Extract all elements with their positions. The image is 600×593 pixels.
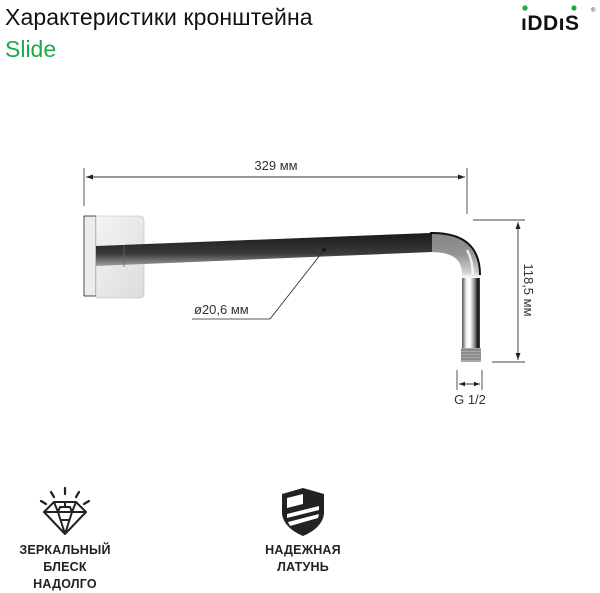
feature-line-1: ЗЕРКАЛЬНЫЙ bbox=[19, 543, 111, 557]
brand-text: ıDDıS bbox=[521, 12, 580, 32]
feature-reliable-brass: НАДЕЖНАЯ ЛАТУНЬ bbox=[248, 486, 358, 576]
diameter-label: ø20,6 мм bbox=[194, 302, 249, 317]
feature-line-2: БЛЕСК НАДОЛГО bbox=[33, 560, 97, 591]
shield-icon bbox=[282, 488, 324, 536]
bracket-arm bbox=[96, 231, 481, 362]
product-name: Slide bbox=[5, 36, 57, 62]
thread-dimension bbox=[456, 370, 483, 390]
feature-line-1: НАДЕЖНАЯ bbox=[265, 543, 341, 557]
diamond-icon bbox=[39, 486, 91, 535]
page-title: Характеристики кронштейна bbox=[5, 4, 313, 30]
feature-line-2: ЛАТУНЬ bbox=[277, 560, 329, 574]
length-dimension bbox=[83, 168, 468, 214]
iddis-logo: ıDDıS ® bbox=[521, 5, 596, 32]
bracket-drawing: 329 мм ø20,6 мм 118,5 мм bbox=[83, 158, 536, 407]
diameter-leader bbox=[192, 248, 326, 320]
height-dimension bbox=[473, 219, 525, 363]
svg-text:ıDDıS: ıDDıS bbox=[521, 12, 580, 32]
thread-label: G 1/2 bbox=[454, 392, 486, 407]
registered-mark: ® bbox=[591, 7, 596, 14]
length-label: 329 мм bbox=[254, 158, 297, 173]
height-label: 118,5 мм bbox=[521, 263, 536, 316]
